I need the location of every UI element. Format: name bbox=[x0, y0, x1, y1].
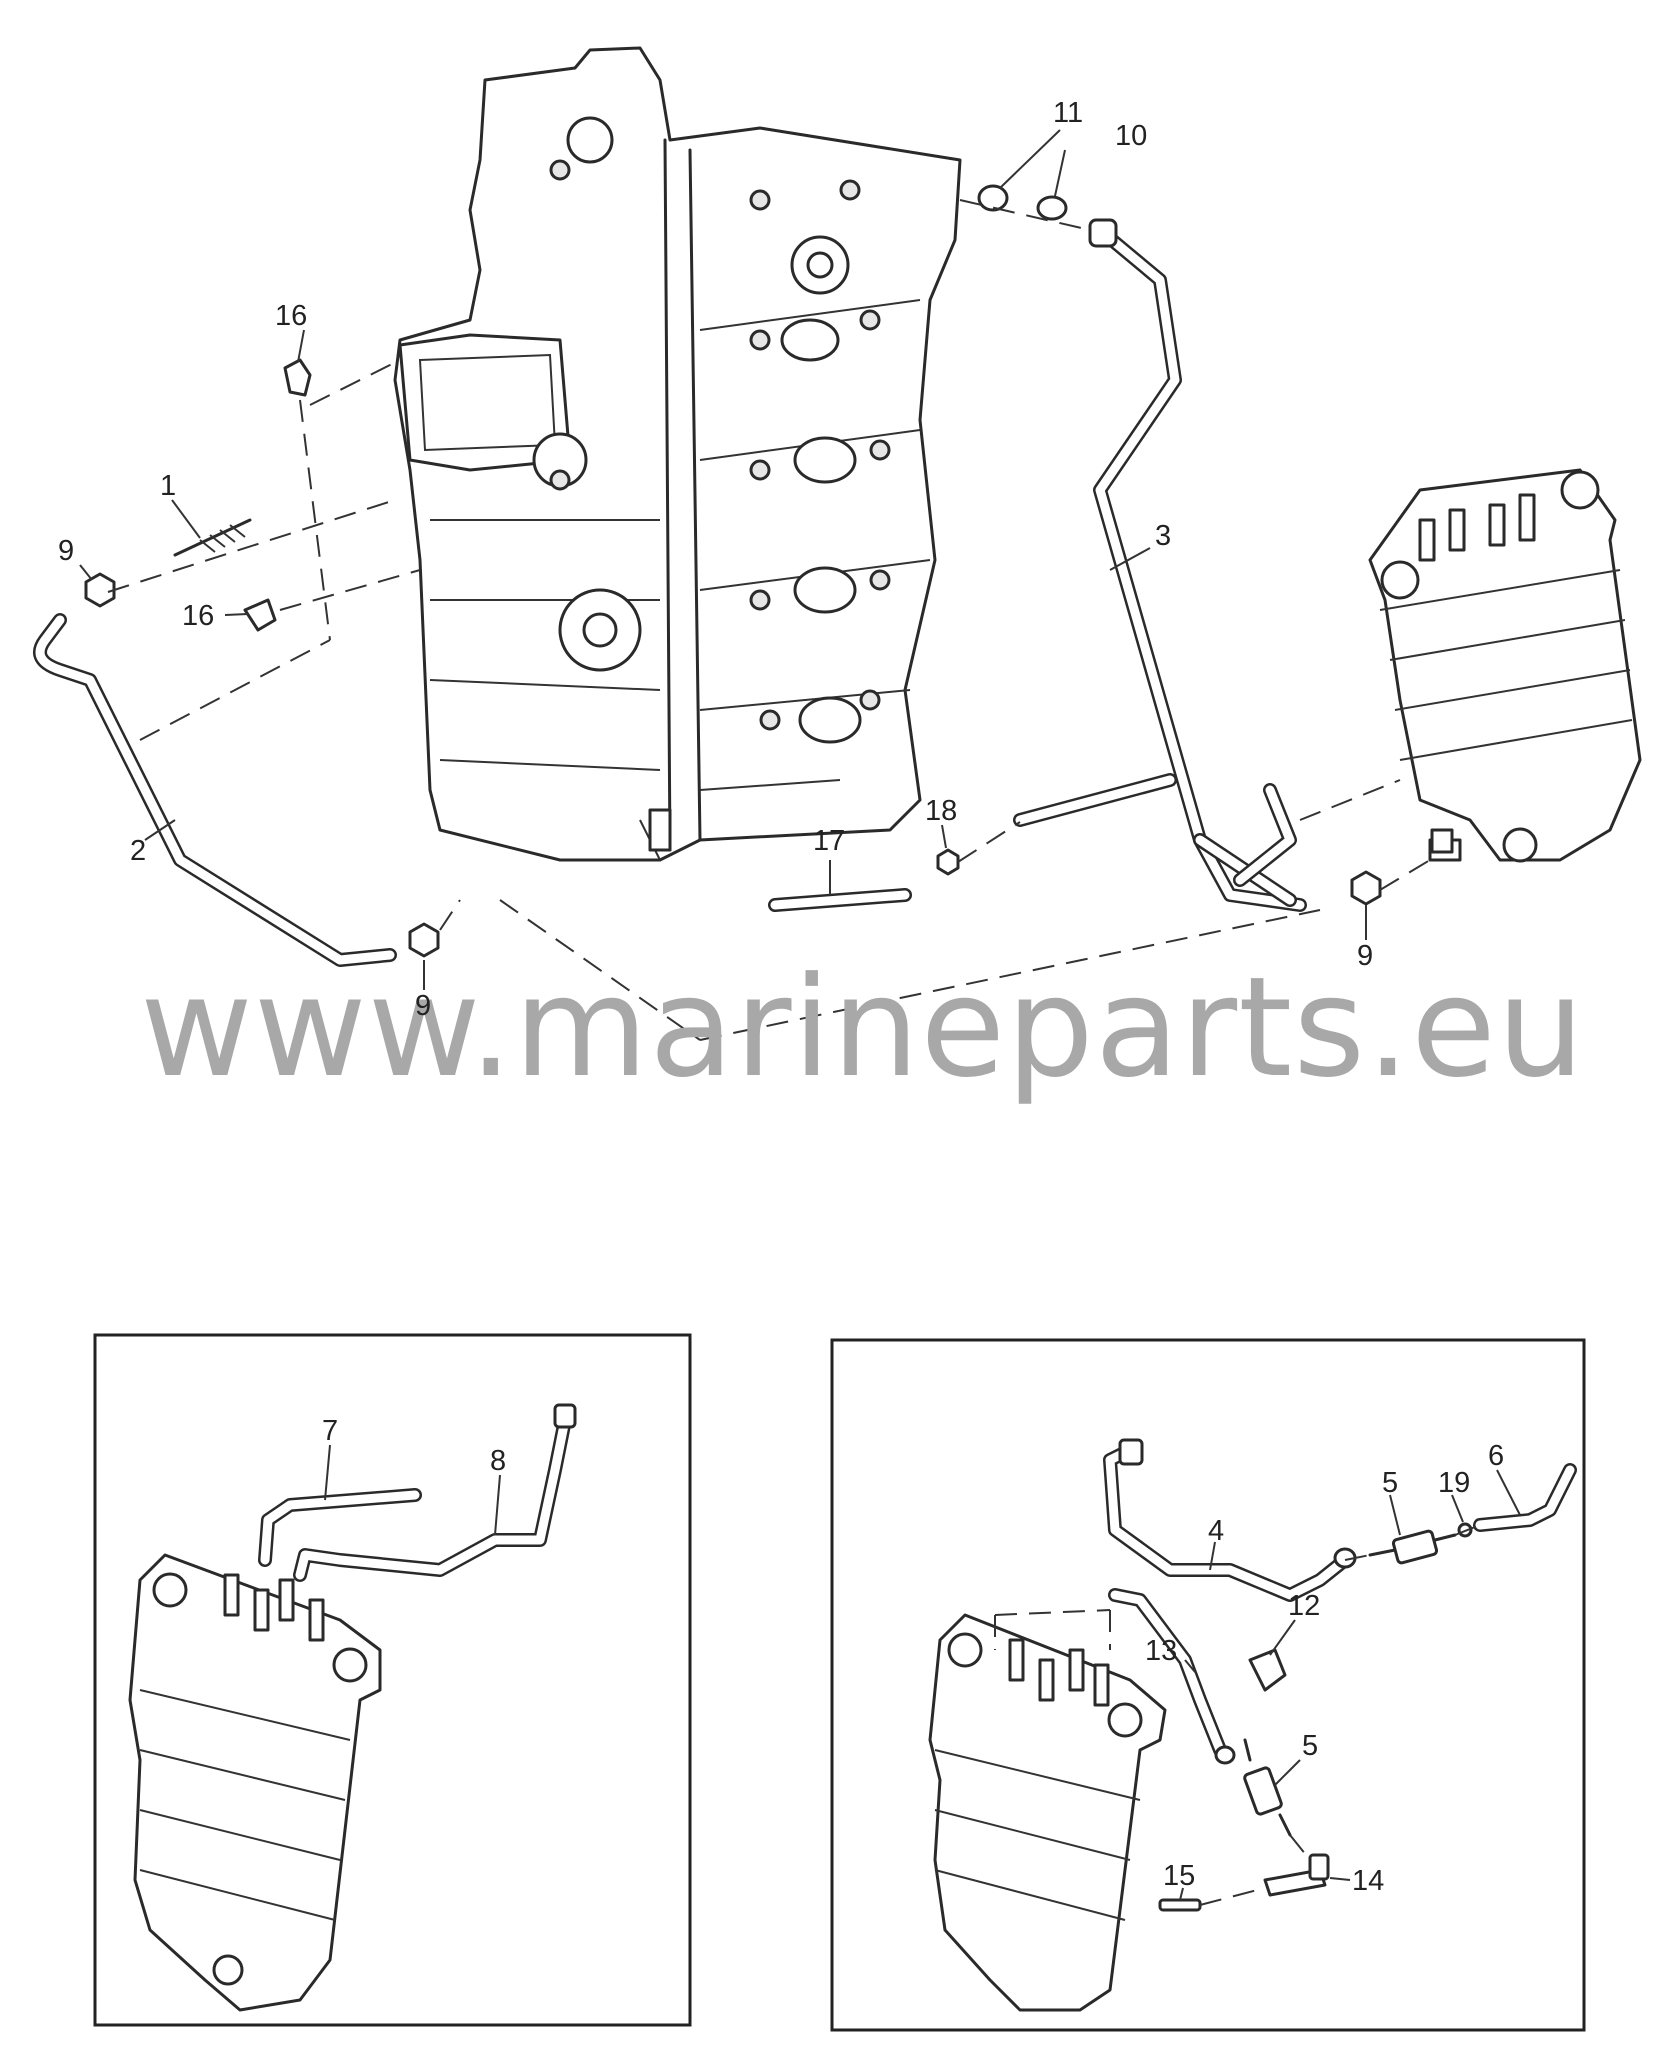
inset-box-left bbox=[93, 1333, 692, 2027]
inset-box-right bbox=[830, 1338, 1586, 2032]
callout-5a: 5 bbox=[1382, 1467, 1398, 1499]
part-9-nut-a bbox=[84, 572, 116, 608]
callout-1: 1 bbox=[160, 470, 176, 502]
inset-left-tank bbox=[128, 1553, 382, 2012]
assembly-dashes bbox=[107, 199, 1431, 1041]
hose-2 bbox=[33, 613, 397, 967]
part-11-grommet bbox=[977, 184, 1009, 212]
part-9-nut-b bbox=[408, 922, 440, 958]
callout-19: 19 bbox=[1438, 1467, 1470, 1499]
part-18-nut bbox=[936, 848, 960, 876]
inset-right-leaders bbox=[1179, 1469, 1521, 1901]
part-9-nut-c bbox=[1350, 870, 1382, 906]
part-17-tube bbox=[768, 888, 912, 912]
callout-2: 2 bbox=[130, 835, 146, 867]
callout-15: 15 bbox=[1163, 1860, 1195, 1892]
callout-11: 11 bbox=[1053, 97, 1083, 129]
inset-right-tank bbox=[928, 1613, 1167, 2012]
hose-3 bbox=[1088, 218, 1307, 912]
callout-6: 6 bbox=[1488, 1440, 1504, 1472]
callout-16b: 16 bbox=[182, 600, 214, 632]
engine-block bbox=[393, 46, 962, 862]
inset-right-hose-4 bbox=[1103, 1438, 1357, 1602]
callout-3: 3 bbox=[1155, 520, 1171, 552]
part-16-clip-b bbox=[243, 598, 277, 632]
part-10-clamp bbox=[1036, 195, 1068, 221]
part-16-clip-a bbox=[283, 358, 312, 397]
callout-9b: 9 bbox=[415, 990, 431, 1022]
callout-5b: 5 bbox=[1302, 1730, 1318, 1762]
callout-labels: 1 2 3 4 5 5 6 7 8 9 9 9 10 11 12 13 14 1… bbox=[58, 97, 1504, 1897]
callout-8: 8 bbox=[490, 1445, 506, 1477]
callout-13: 13 bbox=[1145, 1635, 1177, 1667]
callout-9c: 9 bbox=[1357, 940, 1373, 972]
callout-14: 14 bbox=[1352, 1865, 1384, 1897]
short-hose bbox=[1013, 773, 1177, 827]
callout-10: 10 bbox=[1115, 120, 1147, 152]
part-1-stud bbox=[173, 518, 252, 557]
callout-9a: 9 bbox=[58, 535, 74, 567]
inset-left-hose-8 bbox=[293, 1403, 577, 1582]
small-hardware bbox=[84, 184, 1454, 958]
vapor-separator-tank bbox=[1368, 468, 1642, 863]
callout-4: 4 bbox=[1208, 1515, 1224, 1547]
inset-right-dashes bbox=[994, 1524, 1481, 1906]
callout-16a: 16 bbox=[275, 300, 307, 332]
inset-left-leaders bbox=[324, 1444, 501, 1536]
callout-18: 18 bbox=[925, 795, 957, 827]
callout-17: 17 bbox=[813, 825, 845, 857]
watermark-text: www.marineparts.eu bbox=[140, 947, 1585, 1108]
inset-left-hose-7 bbox=[258, 1488, 422, 1567]
callout-7: 7 bbox=[322, 1415, 338, 1447]
callout-12: 12 bbox=[1288, 1590, 1320, 1622]
leader-lines bbox=[79, 129, 1367, 990]
